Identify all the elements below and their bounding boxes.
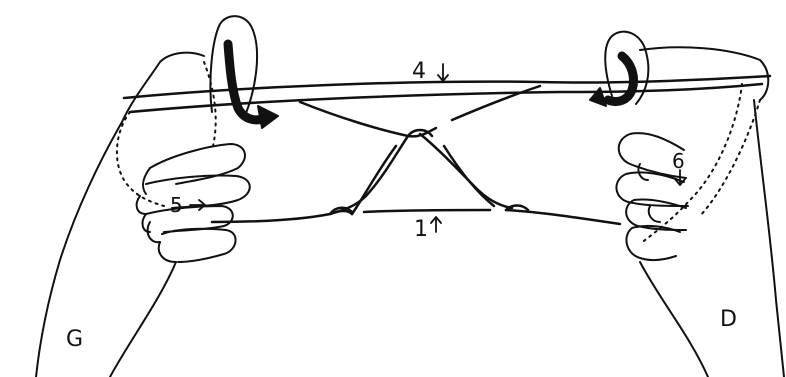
left-wrist-bottom (110, 262, 176, 377)
right-hidden-loop (640, 84, 742, 244)
right-little-finger (626, 226, 680, 260)
left-hidden-loop (117, 112, 164, 206)
right-hand-outline (640, 47, 768, 100)
left-little-finger (162, 229, 236, 262)
label-hand-left: G (66, 327, 83, 352)
label-string-1: 1 (414, 217, 428, 242)
left-hand (36, 16, 257, 377)
label-finger-5: 5 (170, 193, 183, 217)
right-wrist-bottom (640, 262, 708, 377)
string-cross-b (330, 136, 408, 214)
label-hand-right: D (720, 307, 737, 332)
label-finger-6: 6 (672, 149, 685, 173)
arrow-5-right (190, 200, 205, 210)
label-string-4: 4 (412, 59, 426, 84)
left-ring-finger (146, 206, 233, 232)
right-wrist-top (754, 100, 784, 377)
arrow-1-up (431, 217, 441, 232)
arrow-4-down (438, 64, 448, 81)
left-index-finger (150, 144, 245, 184)
